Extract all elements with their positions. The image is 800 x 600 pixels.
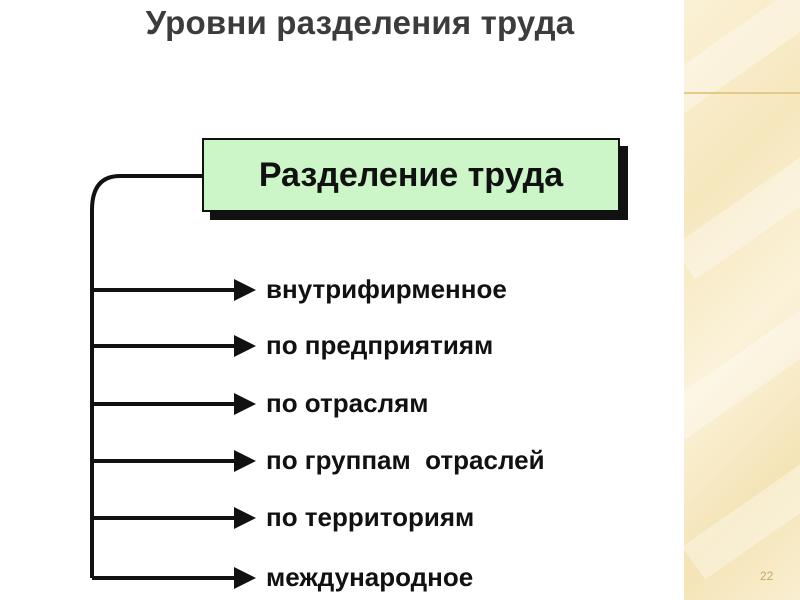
- level-item: по предприятиям: [266, 330, 494, 360]
- arrow-head: [234, 279, 256, 301]
- arrow-head: [234, 507, 256, 529]
- level-item: международное: [266, 562, 474, 592]
- arrow-head: [234, 450, 256, 472]
- arrow-head: [234, 393, 256, 415]
- level-item: по группам отраслей: [266, 445, 545, 475]
- level-item: по территориям: [266, 502, 475, 532]
- page-number: 22: [760, 569, 774, 583]
- slide-canvas: Уровни разделения труда Разделение труда…: [90, 4, 620, 592]
- root-box: Разделение труда: [202, 138, 620, 212]
- decorative-side-panel: [684, 0, 800, 600]
- arrow-head: [234, 567, 256, 589]
- side-panel-divider: [684, 92, 800, 94]
- arrow-head: [234, 335, 256, 357]
- level-item: внутрифирменное: [266, 274, 507, 304]
- level-item: по отраслям: [266, 388, 429, 418]
- connector-lines: [90, 174, 256, 589]
- trunk-line: [90, 174, 202, 578]
- branch-group: [92, 279, 256, 589]
- slide-title: Уровни разделения труда: [145, 4, 575, 41]
